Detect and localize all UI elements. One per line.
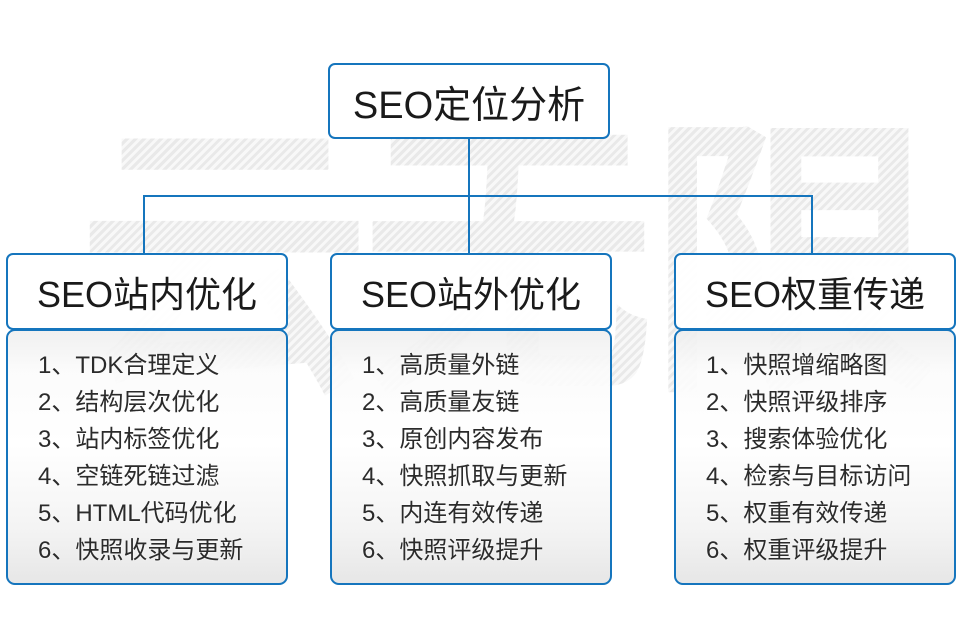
root-node: SEO定位分析: [328, 63, 610, 139]
list-item: 2、高质量友链: [362, 389, 520, 416]
root-node-title: SEO定位分析: [352, 84, 586, 127]
list-item: 3、搜索体验优化: [706, 426, 888, 453]
column-list-offsite-seo: 1、高质量外链 2、高质量友链 3、原创内容发布 4、快照抓取与更新 5、内连有…: [330, 329, 612, 585]
column-header-label: SEO站外优化: [360, 273, 582, 315]
list-item: 6、快照收录与更新: [38, 537, 244, 564]
list-item: 5、内连有效传递: [362, 500, 544, 527]
list-item: 1、高质量外链: [362, 352, 520, 379]
connector-drop-right: [811, 195, 813, 253]
list-item: 5、HTML代码优化: [38, 500, 237, 527]
list-item: 1、TDK合理定义: [38, 352, 220, 379]
list-item: 4、快照抓取与更新: [362, 463, 568, 490]
connector-horizontal-bus: [143, 195, 813, 197]
list-item: 2、快照评级排序: [706, 389, 888, 416]
connector-root-stem: [468, 139, 470, 195]
list-item: 6、快照评级提升: [362, 537, 544, 564]
column-header-weight-transfer: SEO权重传递: [674, 253, 956, 330]
list-item: 4、空链死链过滤: [38, 463, 220, 490]
connector-drop-middle: [468, 195, 470, 253]
column-header-label: SEO站内优化: [36, 273, 258, 315]
column-list-onsite-seo: 1、TDK合理定义 2、结构层次优化 3、站内标签优化 4、空链死链过滤 5、H…: [6, 329, 288, 585]
list-item: 1、快照增缩略图: [706, 352, 888, 379]
list-item: 4、检索与目标访问: [706, 463, 912, 490]
column-header-offsite-seo: SEO站外优化: [330, 253, 612, 330]
list-item: 2、结构层次优化: [38, 389, 220, 416]
column-header-onsite-seo: SEO站内优化: [6, 253, 288, 330]
connector-drop-left: [143, 195, 145, 253]
list-item: 6、权重评级提升: [706, 537, 888, 564]
column-list-weight-transfer: 1、快照增缩略图 2、快照评级排序 3、搜索体验优化 4、检索与目标访问 5、权…: [674, 329, 956, 585]
column-header-label: SEO权重传递: [704, 273, 926, 315]
list-item: 3、站内标签优化: [38, 426, 220, 453]
list-item: 3、原创内容发布: [362, 426, 544, 453]
list-item: 5、权重有效传递: [706, 500, 888, 527]
